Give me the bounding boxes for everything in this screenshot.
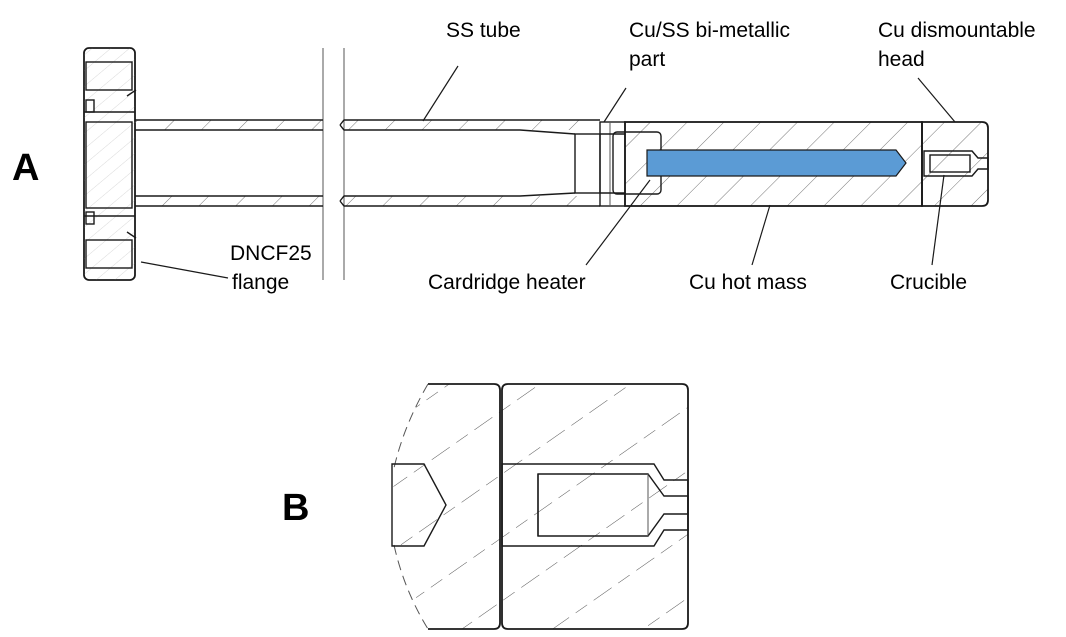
label-head-line2: head [878,48,925,71]
ss-tube-left [135,119,323,207]
detail-hot-mass [391,383,501,630]
label-bimetal-line1: Cu/SS bi-metallic [629,19,790,42]
label-hot-mass: Cu hot mass [689,271,807,294]
flange [83,47,137,281]
ss-tube-right [339,119,600,207]
label-flange-line1: DNCF25 [230,242,312,265]
label-flange-line2: flange [232,271,289,294]
label-heater: Cardridge heater [428,271,586,294]
panel-b: B [282,383,689,630]
label-crucible: Crucible [890,271,967,294]
detail-crucible [501,463,689,547]
leader-lines [140,65,956,279]
dismountable-head [921,121,989,207]
panel-b-letter: B [282,487,309,529]
panel-a-letter: A [12,147,39,189]
detail-head [501,383,689,630]
break-lines [322,48,345,280]
panel-a: A [12,19,1036,294]
cartridge-heater [646,149,907,177]
labels-a: SS tube Cu/SS bi-metallic part Cu dismou… [230,19,1036,294]
label-head-line1: Cu dismountable [878,19,1036,42]
label-ss-tube: SS tube [446,19,521,42]
detail-heater-tip [391,463,447,547]
label-bimetal-line2: part [629,48,665,71]
crucible-a [923,150,989,177]
bimetallic-part [574,121,626,207]
